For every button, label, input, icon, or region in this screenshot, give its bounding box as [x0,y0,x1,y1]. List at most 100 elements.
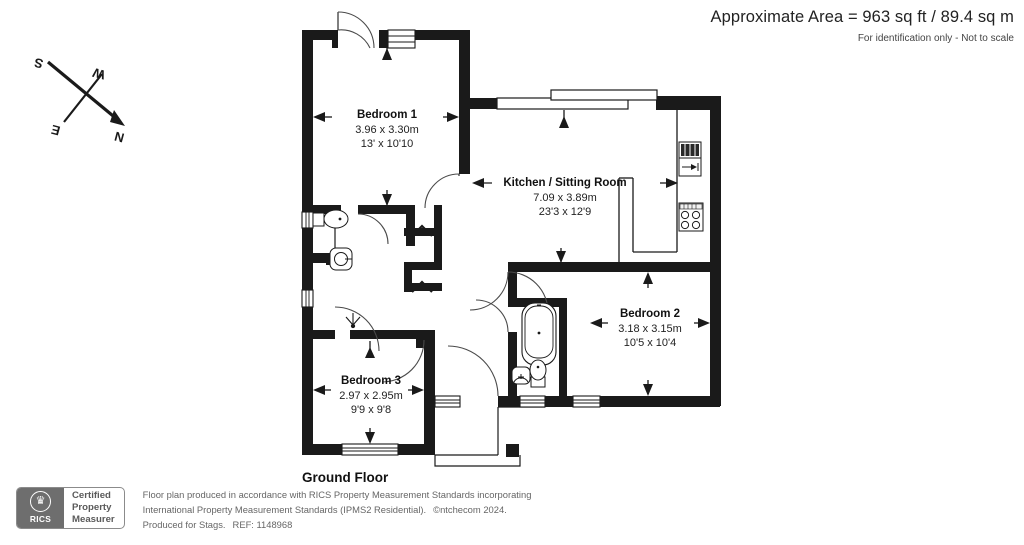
ceiling-light-icon [345,313,361,329]
rics-certified-badge: ♛ RICS Certified Property Measurer [16,487,125,529]
dim-arrow-bed2-right [694,318,710,328]
footer: ♛ RICS Certified Property Measurer Floor… [16,487,531,533]
dimension-arrows-group [313,42,710,444]
window-kitchen-north-b [550,89,658,101]
badge-line-2: Property [72,502,112,514]
compass-label-east: E [49,122,62,139]
legal-line-2: International Property Measurement Stand… [142,503,427,515]
floor-title: Ground Floor [302,470,389,485]
dim-arrow-bed1-right [443,112,459,122]
dim-arrow-kitchen-bottom [556,248,566,263]
dim-arrow-bed1-top [382,42,392,60]
wall-hall-top-left [313,205,341,214]
approximate-area-title: Approximate Area = 963 sq ft / 89.4 sq m [710,8,1014,26]
window-left-upper [301,211,314,229]
dim-arrow-bed3-top [365,341,375,358]
badge-line-1: Certified [72,490,111,502]
compass-label-west: W [90,65,106,83]
wall-bed3-top-left [313,330,335,339]
wall-bed3-right [424,340,435,455]
compass-svg: S N W E [32,55,126,146]
wall-right-outer [710,96,721,406]
legal-line-2-wrap: International Property Measurement Stand… [143,503,532,518]
wall-bedroom1-right-upper [459,30,470,102]
badge-line-3: Measurer [72,513,115,525]
legal-line-1: Floor plan produced in accordance with R… [142,489,532,500]
compass-axis-ns [46,60,120,122]
door-swing-bath-b [475,299,509,333]
dim-arrow-bed2-top [643,272,653,288]
kitchen-hob-icon [678,202,704,232]
cupboard-door-lower [411,280,433,293]
compass-label-south: S [32,55,45,72]
walls-group [302,30,721,455]
thin-lines-group [334,89,678,467]
legal-line-3-wrap: Produced for Stags. REF: 1148968 [143,518,532,533]
door-swing-bath-a [469,271,509,311]
window-bed3-south [341,443,399,456]
door-arc-front [337,11,375,49]
door-swing-bed1 [424,173,460,209]
legal-ref: REF: 1148968 [232,518,293,530]
wall-bedroom1-right-lower [459,102,470,174]
wall-left-upper [302,30,313,212]
dim-arrow-bed3-bottom [365,428,375,444]
wall-left-mid [302,228,313,290]
wall-bath-right [559,298,567,396]
identification-note: For identification only - Not to scale [857,33,1014,44]
wall-left-nub [313,253,335,263]
wall-bottom-mid-right [545,396,573,407]
wall-door-jamb-top [332,30,338,48]
rics-badge-text: Certified Property Measurer [64,488,124,528]
plan-svg [301,11,721,467]
compass-axis-ew [63,73,103,123]
wall-bottom-bath [498,396,520,407]
compass-rose: S N W E [22,42,142,147]
window-bed1-north [387,29,416,49]
wall-kitchen-west-top [459,98,497,109]
dim-arrow-kitchen-top [559,110,569,128]
window-bath-south [519,395,546,408]
wall-hall-vert-b [406,228,415,246]
wall-kitchen-north-black [656,96,721,110]
dim-arrow-bed3-left [313,385,331,395]
legal-copyright: ©ntchecom 2024. [433,503,507,515]
dim-arrow-kitchen-left [472,178,492,188]
fixtures-group [312,141,704,457]
wall-top-right-of-window [415,30,470,40]
bathroom-bath-icon [521,302,557,366]
cupboard-door-upper [411,224,433,237]
wash-basin-icon-bath [511,366,531,385]
window-bed2-south [572,395,601,408]
wall-cupboard-right [434,205,442,265]
dim-arrow-bed3-right [408,385,424,395]
window-hall-south [434,395,461,408]
wall-bottom-right [600,396,720,407]
legal-produced-for: Produced for Stags. [142,518,226,530]
floor-plan-drawing [301,11,721,467]
toilet-wc-icon-upper [312,209,349,229]
door-swing-hall-kitchen [447,345,499,397]
rics-emblem-icon: ♛ [30,491,51,512]
compass-north-arrowhead [110,110,125,126]
wall-bed3-top-right [350,330,416,339]
dim-arrow-bed2-left [590,318,608,328]
rics-logo-mark: ♛ RICS [17,488,64,528]
legal-disclaimer: Floor plan produced in accordance with R… [143,487,532,533]
rics-wordmark: RICS [29,514,52,524]
kitchen-sink-icon [678,141,702,177]
wall-left-lower [302,307,313,454]
door-swing-bed3 [334,306,380,352]
dim-arrow-bed1-left [313,112,332,122]
wall-cupboard-mid [404,262,442,270]
dim-arrow-kitchen-right [660,178,678,188]
wall-bath-left-upper [508,272,517,304]
door-swing-bed3b [381,339,425,383]
wall-hall-vert-a [406,205,415,235]
window-left-lower [301,289,314,308]
windows-group [301,29,601,456]
wall-bed3-bottom-right [398,444,435,455]
toilet-wc-icon-bath [529,359,547,388]
wall-window-jamb-left [379,30,388,48]
